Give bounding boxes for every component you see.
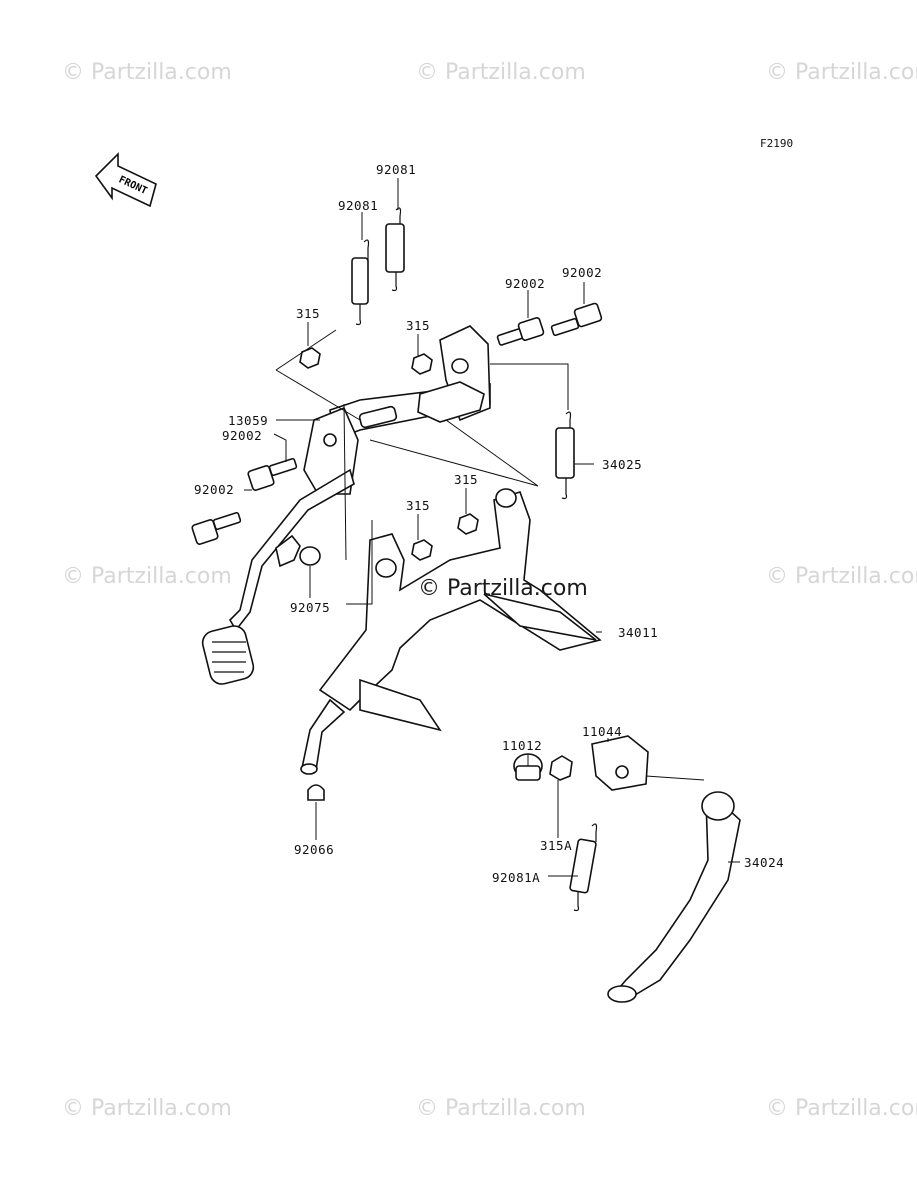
leader-lines — [244, 178, 740, 877]
label-92002[interactable]: 92002 — [222, 428, 263, 443]
label-315[interactable]: 315 — [406, 498, 431, 513]
label-13059[interactable]: 13059 — [228, 413, 269, 428]
label-315A[interactable]: 315A — [540, 838, 573, 853]
spring-92081-a — [351, 239, 370, 326]
spring-92081A — [569, 823, 598, 912]
label-92081[interactable]: 92081 — [338, 198, 379, 213]
center-watermark: © Partzilla.com — [418, 576, 588, 601]
label-315[interactable]: 315 — [454, 472, 479, 487]
watermark: © Partzilla.com — [416, 60, 586, 85]
label-315[interactable]: 315 — [296, 306, 321, 321]
watermark: © Partzilla.com — [62, 564, 232, 589]
nut-315-b — [411, 353, 433, 375]
label-34024[interactable]: 34024 — [744, 855, 785, 870]
spring-92081-b — [385, 207, 405, 292]
label-11044[interactable]: 11044 — [582, 724, 623, 739]
label-34011[interactable]: 34011 — [618, 625, 659, 640]
center-stand-34011 — [300, 488, 602, 775]
label-11012[interactable]: 11012 — [502, 738, 543, 753]
bolt-92002-d — [191, 511, 242, 545]
pivot-shaft-assembly — [303, 325, 491, 495]
bolt-92002-a — [496, 317, 545, 346]
label-34025[interactable]: 34025 — [602, 457, 643, 472]
watermark: © Partzilla.com — [766, 564, 917, 589]
bolt-92002-c — [247, 457, 298, 491]
watermark: © Partzilla.com — [766, 60, 917, 85]
watermark: © Partzilla.com — [416, 1096, 586, 1121]
label-92002[interactable]: 92002 — [194, 482, 235, 497]
label-92075[interactable]: 92075 — [290, 600, 331, 615]
brake-pedal — [201, 468, 355, 685]
side-stand-assembly — [513, 735, 741, 1003]
label-92081A[interactable]: 92081A — [492, 870, 541, 885]
front-arrow-icon: FRONT — [94, 152, 157, 208]
pivot-cap-92075 — [275, 534, 321, 568]
watermark: © Partzilla.com — [62, 1096, 232, 1121]
cap-92066 — [307, 784, 325, 801]
spring-34025 — [555, 411, 575, 500]
label-315[interactable]: 315 — [406, 318, 431, 333]
diagram-code: F2190 — [760, 137, 794, 150]
watermark: © Partzilla.com — [766, 1096, 917, 1121]
nut-315-c — [457, 513, 479, 535]
nut-315a — [549, 755, 573, 781]
label-92066[interactable]: 92066 — [294, 842, 335, 857]
nut-315-d — [411, 539, 433, 561]
nut-315-a — [299, 347, 321, 369]
label-92002[interactable]: 92002 — [505, 276, 546, 291]
bolt-92002-b — [550, 302, 603, 337]
label-92002[interactable]: 92002 — [562, 265, 603, 280]
label-92081[interactable]: 92081 — [376, 162, 417, 177]
watermark: © Partzilla.com — [62, 60, 232, 85]
